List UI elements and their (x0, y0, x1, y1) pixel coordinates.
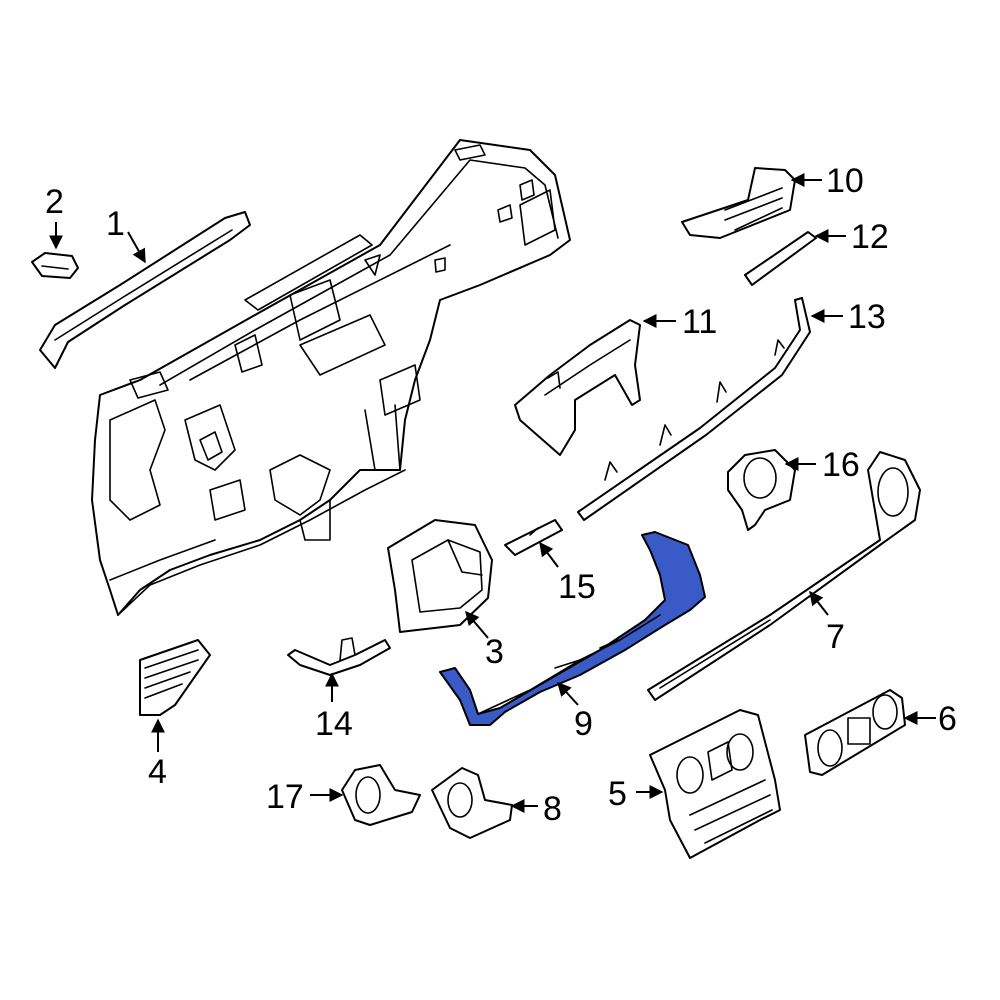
label-16: 16 (822, 446, 860, 484)
callout-arrows (49, 173, 936, 813)
part-14-clip-strip[interactable] (287, 637, 391, 676)
callout-arrow-15 (539, 541, 559, 568)
label-10: 10 (826, 162, 864, 200)
label-5: 5 (608, 775, 627, 813)
label-9: 9 (574, 705, 593, 743)
part-10-vent[interactable] (681, 167, 796, 239)
callout-arrow-7 (809, 590, 829, 616)
label-2: 2 (45, 183, 64, 221)
label-1: 1 (106, 205, 125, 243)
part-15-clip[interactable] (504, 519, 563, 556)
label-15: 15 (558, 568, 596, 606)
part-7-long-bezel[interactable] (647, 451, 921, 701)
label-12: 12 (851, 218, 889, 256)
part-3-module[interactable] (387, 519, 493, 633)
part-8-bracket[interactable] (431, 767, 513, 839)
callout-labels: 1 2 3 4 5 6 7 8 9 10 11 12 13 14 15 16 1… (45, 162, 957, 828)
callout-arrow-1 (127, 231, 146, 264)
label-17: 17 (266, 778, 304, 816)
callout-arrow-3 (465, 610, 489, 639)
part-11-upper-bracket[interactable] (514, 319, 641, 456)
part-4-vent[interactable] (139, 639, 211, 716)
part-13-molding[interactable] (577, 297, 811, 521)
label-13: 13 (848, 298, 886, 336)
part-9-support-bracket[interactable] (439, 531, 706, 726)
label-6: 6 (938, 700, 957, 738)
label-8: 8 (543, 790, 562, 828)
part-5-control-panel[interactable] (649, 709, 781, 859)
callout-arrow-9 (557, 681, 579, 706)
label-7: 7 (826, 618, 845, 656)
label-3: 3 (485, 633, 504, 671)
label-11: 11 (682, 303, 717, 341)
part-2-cap[interactable] (31, 252, 79, 279)
label-4: 4 (148, 753, 167, 791)
instrument-panel-drawing (91, 139, 571, 616)
label-14: 14 (315, 705, 353, 743)
part-1-trim-strip[interactable] (39, 211, 251, 369)
part-6-button-bezel[interactable] (804, 689, 906, 776)
part-16-knob-housing[interactable] (727, 449, 796, 531)
part-12-trim-strip[interactable] (744, 231, 817, 286)
part-17-switch[interactable] (341, 764, 421, 826)
